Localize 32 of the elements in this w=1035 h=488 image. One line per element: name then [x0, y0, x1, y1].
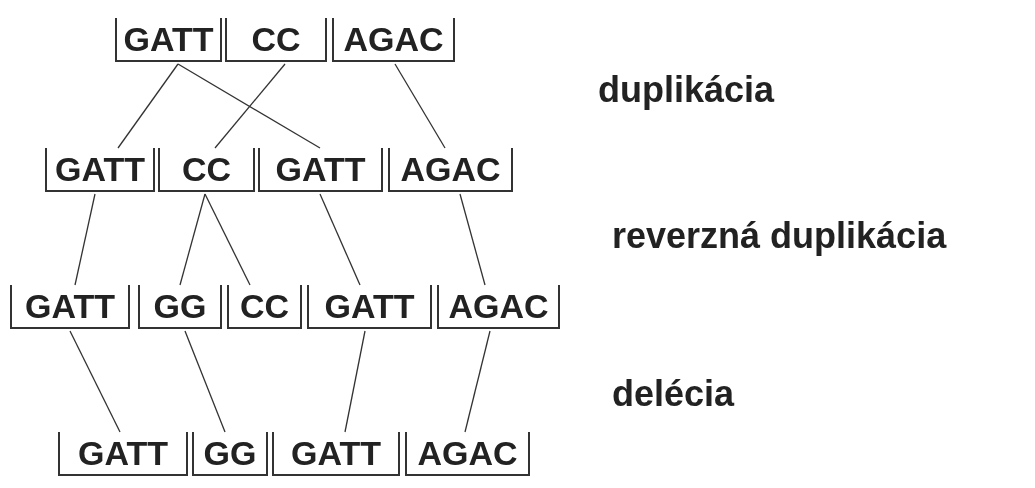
step-label: duplikácia — [598, 72, 775, 108]
sequence-bracket: GATT — [10, 285, 130, 329]
connector-line — [177, 63, 321, 149]
sequence-bracket: GG — [192, 432, 268, 476]
connector-line — [184, 330, 226, 433]
connector-line — [344, 330, 366, 433]
sequence-bracket: GATT — [58, 432, 188, 476]
sequence-bracket: GATT — [115, 18, 222, 62]
connector-line — [464, 330, 491, 433]
connector-line — [319, 193, 361, 286]
connector-line — [394, 63, 446, 149]
connector-line — [179, 193, 206, 286]
connector-line — [214, 63, 286, 149]
connector-line — [117, 63, 179, 149]
sequence-bracket: AGAC — [388, 148, 513, 192]
sequence-bracket: AGAC — [332, 18, 455, 62]
sequence-bracket: GG — [138, 285, 222, 329]
connector-line — [74, 193, 96, 286]
step-label: delécia — [612, 376, 735, 412]
connector-line — [459, 193, 486, 286]
step-label: reverzná duplikácia — [612, 218, 947, 254]
connector-line — [69, 330, 121, 433]
sequence-bracket: AGAC — [405, 432, 530, 476]
sequence-bracket: CC — [158, 148, 255, 192]
sequence-bracket: GATT — [307, 285, 432, 329]
sequence-bracket: GATT — [258, 148, 383, 192]
connector-line — [204, 193, 251, 286]
sequence-bracket: CC — [227, 285, 302, 329]
sequence-bracket: GATT — [272, 432, 400, 476]
sequence-bracket: AGAC — [437, 285, 560, 329]
sequence-bracket: CC — [225, 18, 327, 62]
sequence-bracket: GATT — [45, 148, 155, 192]
